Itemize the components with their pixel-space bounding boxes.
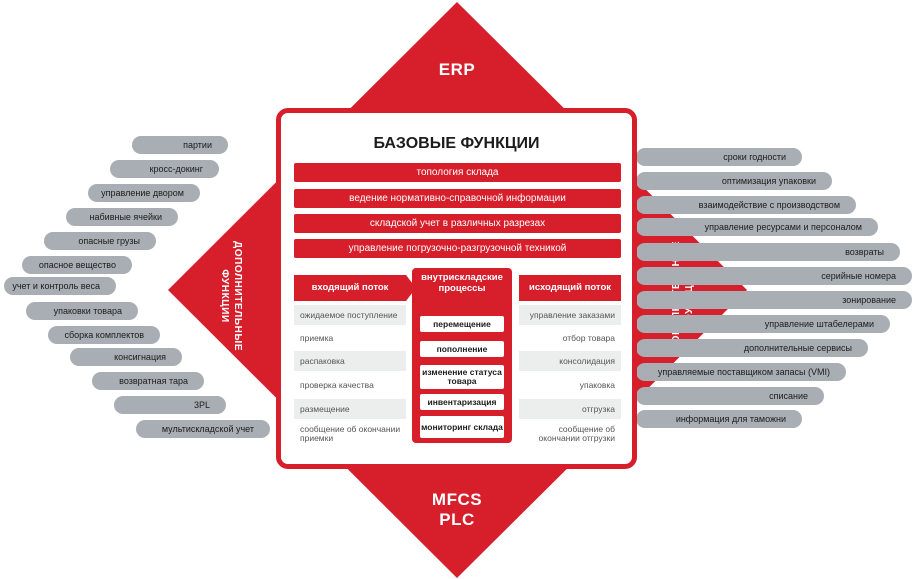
left-pill: 3PL xyxy=(114,396,226,414)
left-pill: упаковки товара xyxy=(26,302,138,320)
outbound-item: упаковка xyxy=(519,375,621,395)
inbound-item: размещение xyxy=(294,399,406,419)
outbound-item: отгрузка xyxy=(519,399,621,419)
right-pill: возвраты xyxy=(636,243,900,261)
inbound-item: сообщение об окончании приемки xyxy=(294,424,406,444)
left-pill: возвратная тара xyxy=(92,372,204,390)
left-side-line-2: ФУНКЦИИ xyxy=(219,269,230,323)
left-pill: набивные ячейки xyxy=(66,208,178,226)
outbound-item: сообщение об окончании отгрузки xyxy=(519,424,621,444)
left-pill: мультискладской учет xyxy=(136,420,270,438)
right-pill: зонирование xyxy=(636,291,912,309)
right-pill: оптимизация упаковки xyxy=(636,172,832,190)
left-pill: кросс-докинг xyxy=(110,160,219,178)
internal-item: перемещение xyxy=(420,316,504,332)
internal-item: изменение статуса товара xyxy=(420,365,504,389)
right-pill: информация для таможни xyxy=(636,410,802,428)
outbound-item: консолидация xyxy=(519,351,621,371)
inbound-item: приемка xyxy=(294,328,406,348)
mfcs-label: MFCS xyxy=(431,490,483,509)
right-pill: взаимодействие с производством xyxy=(636,196,856,214)
base-bar: ведение нормативно-справочной информации xyxy=(294,189,621,208)
left-pill: управление двором xyxy=(88,184,200,202)
base-functions-card: БАЗОВЫЕ ФУНКЦИИ топология склада ведение… xyxy=(276,108,637,469)
left-pill: опасные грузы xyxy=(44,232,156,250)
right-pill: управляемые поставщиком запасы (VMI) xyxy=(636,363,846,381)
right-pill: управление ресурсами и персоналом xyxy=(636,218,878,236)
arrow-right-icon xyxy=(406,275,416,301)
inbound-header: входящий поток xyxy=(294,275,406,301)
left-pill: консигнация xyxy=(70,348,182,366)
card-title: БАЗОВЫЕ ФУНКЦИИ xyxy=(373,135,540,152)
outbound-item: отбор товара xyxy=(519,328,621,348)
left-pill: сборка комплектов xyxy=(48,326,160,344)
outbound-header: исходящий поток xyxy=(519,275,621,301)
internal-item: мониторинг склада xyxy=(420,416,504,438)
left-pill: опасное вещество xyxy=(22,256,132,274)
right-pill: серийные номера xyxy=(636,267,912,285)
inbound-item: ожидаемое поступление xyxy=(294,305,406,325)
left-pill: партии xyxy=(132,136,228,154)
inbound-item: распаковка xyxy=(294,351,406,371)
right-pill: сроки годности xyxy=(636,148,802,166)
left-side-label: ДОПОЛНИТЕЛЬНЫЕ ФУНКЦИИ xyxy=(218,241,244,351)
internal-item: инвентаризация xyxy=(420,394,504,410)
right-pill: дополнительные сервисы xyxy=(636,339,868,357)
plc-label: PLC xyxy=(439,510,475,529)
base-bar: управление погрузочно-разгрузочной техни… xyxy=(294,239,621,258)
internal-processes-panel: внутрискладские процессы перемещение поп… xyxy=(412,268,512,443)
erp-label: ERP xyxy=(438,60,476,79)
left-pill: учет и контроль веса xyxy=(4,277,116,295)
right-pill: списание xyxy=(636,387,824,405)
base-bar: складской учет в различных разрезах xyxy=(294,214,621,233)
base-bar: топология склада xyxy=(294,163,621,182)
outbound-item: управление заказами xyxy=(519,305,621,325)
left-side-line-1: ДОПОЛНИТЕЛЬНЫЕ xyxy=(232,241,243,352)
internal-item: пополнение xyxy=(420,341,504,357)
right-pill: управление штабелерами xyxy=(636,315,890,333)
internal-header: внутрискладские процессы xyxy=(421,272,503,294)
inbound-item: проверка качества xyxy=(294,375,406,395)
